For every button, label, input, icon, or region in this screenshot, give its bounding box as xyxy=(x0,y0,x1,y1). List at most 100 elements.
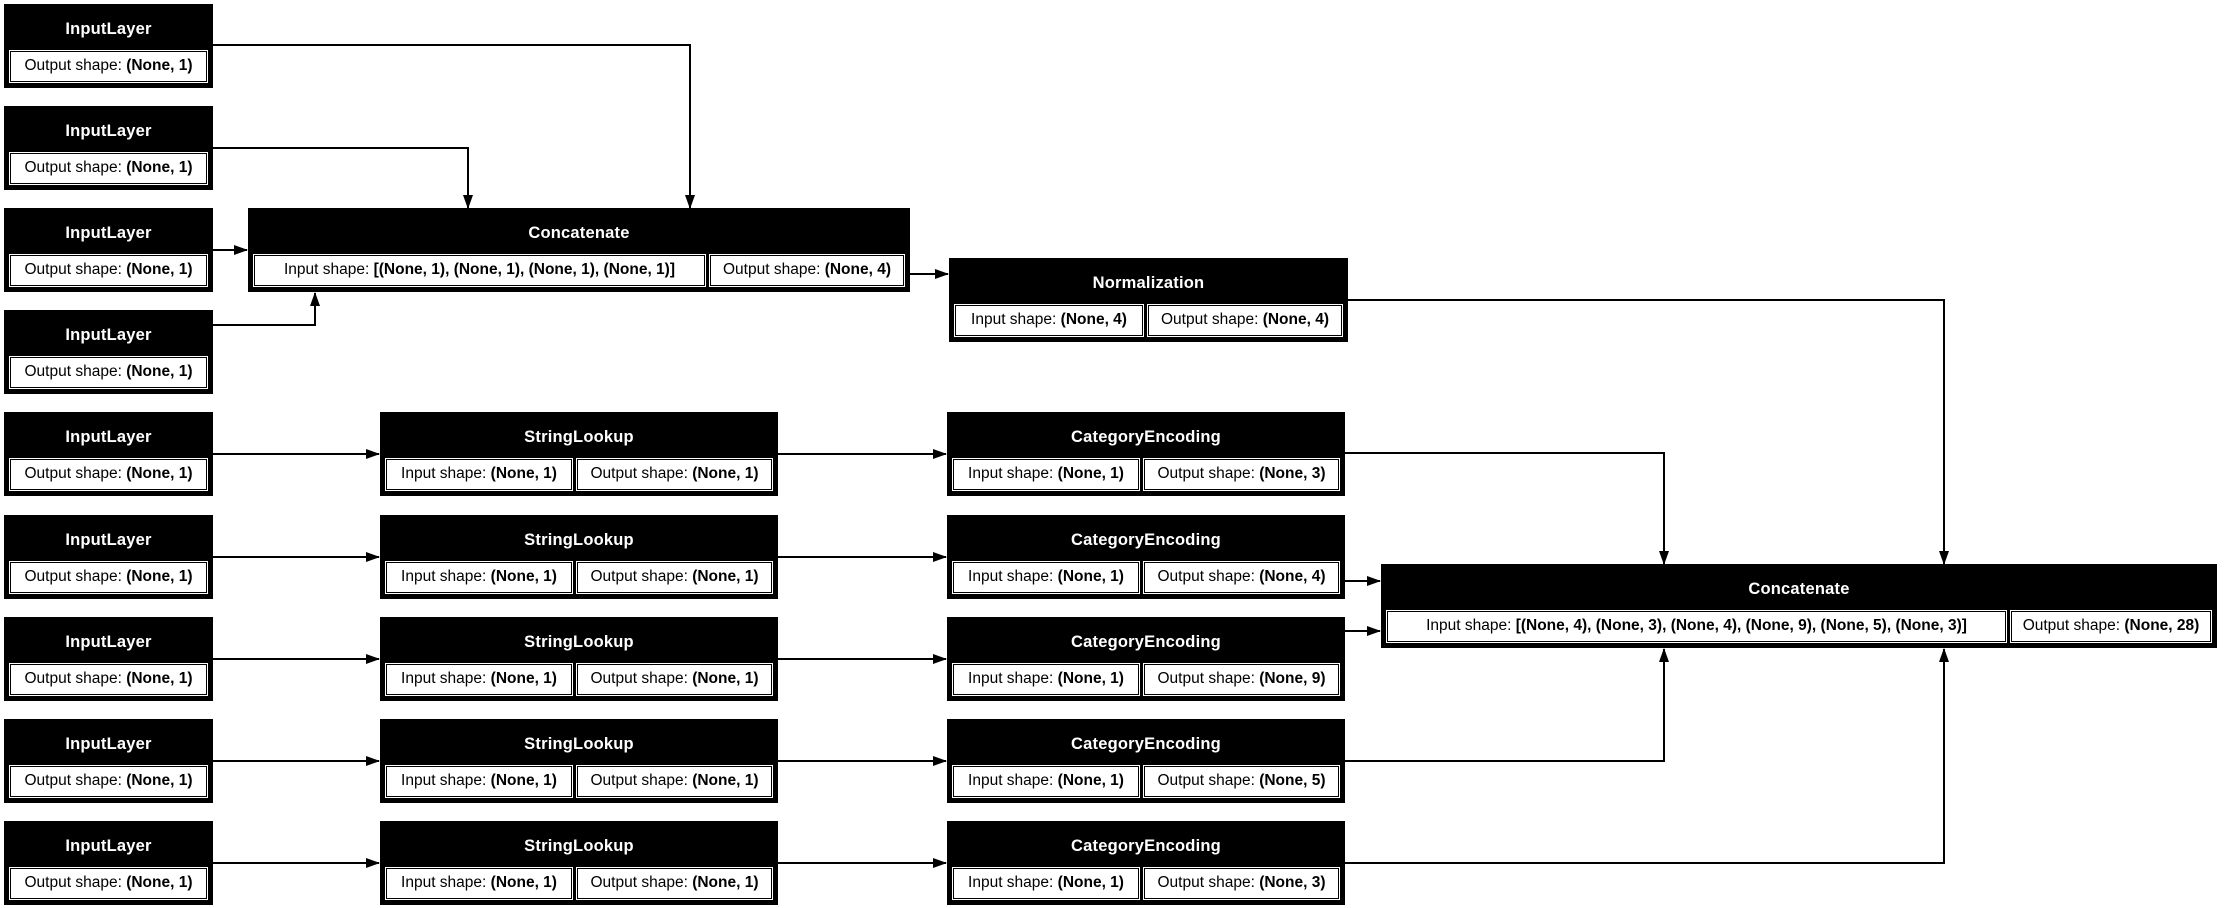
layer-shape-row: Output shape: (None, 1) xyxy=(9,356,208,389)
shape-value: (None, 1) xyxy=(490,568,557,585)
shape-label: Output shape: xyxy=(590,465,693,482)
shape-value: (None, 5) xyxy=(1259,772,1326,789)
shape-label: Output shape: xyxy=(24,261,127,278)
shape-label: Input shape: xyxy=(968,874,1058,891)
shape-cell: Output shape: (None, 1) xyxy=(9,254,208,287)
layer-title: InputLayer xyxy=(65,20,152,38)
shape-cell: Output shape: (None, 1) xyxy=(9,663,208,696)
shape-cell: Input shape: (None, 1) xyxy=(952,663,1140,696)
shape-value: (None, 1) xyxy=(490,670,557,687)
shape-value: (None, 1) xyxy=(490,465,557,482)
shape-label: Input shape: xyxy=(968,772,1058,789)
shape-value: (None, 1) xyxy=(126,261,193,278)
shape-cell: Output shape: (None, 1) xyxy=(9,765,208,798)
node-stringlookup-3: StringLookup Input shape: (None, 1) Outp… xyxy=(380,617,778,701)
shape-label: Output shape: xyxy=(24,57,127,74)
shape-value: (None, 1) xyxy=(692,874,759,891)
shape-value: (None, 1) xyxy=(1057,568,1124,585)
layer-shape-row: Input shape: (None, 1) Output shape: (No… xyxy=(952,561,1340,594)
shape-value: (None, 1) xyxy=(1057,670,1124,687)
shape-label: Input shape: xyxy=(401,670,491,687)
shape-cell: Output shape: (None, 28) xyxy=(2010,610,2212,643)
shape-label: Input shape: xyxy=(968,465,1058,482)
shape-value: (None, 1) xyxy=(1057,465,1124,482)
shape-cell: Input shape: (None, 1) xyxy=(385,561,573,594)
node-categoryencoding-1: CategoryEncoding Input shape: (None, 1) … xyxy=(947,412,1345,496)
layer-title: InputLayer xyxy=(65,837,152,855)
layer-shape-row: Input shape: (None, 1) Output shape: (No… xyxy=(952,867,1340,900)
layer-title: CategoryEncoding xyxy=(1071,633,1221,651)
layer-shape-row: Input shape: (None, 1) Output shape: (No… xyxy=(952,765,1340,798)
layer-title: InputLayer xyxy=(65,633,152,651)
shape-cell: Output shape: (None, 1) xyxy=(576,867,773,900)
shape-cell: Output shape: (None, 1) xyxy=(576,765,773,798)
shape-cell: Output shape: (None, 3) xyxy=(1143,867,1340,900)
shape-label: Output shape: xyxy=(24,772,127,789)
shape-label: Output shape: xyxy=(590,772,693,789)
shape-cell: Output shape: (None, 1) xyxy=(9,561,208,594)
shape-cell: Output shape: (None, 5) xyxy=(1143,765,1340,798)
shape-label: Output shape: xyxy=(24,874,127,891)
layer-title: InputLayer xyxy=(65,428,152,446)
shape-label: Input shape: xyxy=(401,772,491,789)
layer-shape-row: Input shape: (None, 1) Output shape: (No… xyxy=(385,765,773,798)
layer-shape-row: Output shape: (None, 1) xyxy=(9,663,208,696)
shape-label: Input shape: xyxy=(401,465,491,482)
node-stringlookup-4: StringLookup Input shape: (None, 1) Outp… xyxy=(380,719,778,803)
layer-shape-row: Output shape: (None, 1) xyxy=(9,152,208,185)
node-categoryencoding-5: CategoryEncoding Input shape: (None, 1) … xyxy=(947,821,1345,905)
shape-value: (None, 1) xyxy=(126,159,193,176)
shape-value: (None, 1) xyxy=(692,465,759,482)
layer-shape-row: Output shape: (None, 1) xyxy=(9,765,208,798)
node-input-5: InputLayer Output shape: (None, 1) xyxy=(4,412,213,496)
shape-cell: Input shape: [(None, 1), (None, 1), (Non… xyxy=(253,254,706,287)
shape-value: (None, 4) xyxy=(1262,311,1329,328)
layer-title: InputLayer xyxy=(65,735,152,753)
shape-cell: Output shape: (None, 4) xyxy=(1143,561,1340,594)
layer-shape-row: Input shape: (None, 1) Output shape: (No… xyxy=(385,867,773,900)
shape-cell: Input shape: (None, 1) xyxy=(952,765,1140,798)
shape-label: Output shape: xyxy=(590,874,693,891)
layer-shape-row: Output shape: (None, 1) xyxy=(9,867,208,900)
shape-label: Output shape: xyxy=(723,261,825,278)
node-input-2: InputLayer Output shape: (None, 1) xyxy=(4,106,213,190)
shape-value: [(None, 4), (None, 3), (None, 4), (None,… xyxy=(1515,617,1967,634)
edge-categoryencoding-4-to-concatenate-2 xyxy=(1345,648,1669,762)
node-input-6: InputLayer Output shape: (None, 1) xyxy=(4,515,213,599)
shape-value: (None, 1) xyxy=(490,772,557,789)
shape-value: (None, 4) xyxy=(1060,311,1127,328)
node-input-7: InputLayer Output shape: (None, 1) xyxy=(4,617,213,701)
shape-value: (None, 4) xyxy=(824,261,891,278)
shape-value: (None, 1) xyxy=(126,363,193,380)
shape-label: Input shape: xyxy=(968,670,1058,687)
shape-cell: Output shape: (None, 1) xyxy=(9,152,208,185)
edge-categoryencoding-5-to-concatenate-2 xyxy=(1345,648,1949,864)
layer-title: InputLayer xyxy=(65,224,152,242)
shape-value: (None, 1) xyxy=(1057,772,1124,789)
shape-value: (None, 28) xyxy=(2124,617,2200,634)
layer-shape-row: Input shape: (None, 1) Output shape: (No… xyxy=(385,663,773,696)
shape-label: Output shape: xyxy=(1157,670,1260,687)
shape-label: Output shape: xyxy=(1157,568,1260,585)
node-input-4: InputLayer Output shape: (None, 1) xyxy=(4,310,213,394)
shape-value: (None, 1) xyxy=(692,670,759,687)
node-categoryencoding-4: CategoryEncoding Input shape: (None, 1) … xyxy=(947,719,1345,803)
layer-title: CategoryEncoding xyxy=(1071,837,1221,855)
layer-title: StringLookup xyxy=(524,837,634,855)
layer-title: Normalization xyxy=(1092,274,1205,292)
shape-cell: Output shape: (None, 4) xyxy=(709,254,905,287)
shape-cell: Input shape: [(None, 4), (None, 3), (Non… xyxy=(1386,610,2007,643)
shape-cell: Output shape: (None, 1) xyxy=(576,561,773,594)
layer-title: StringLookup xyxy=(524,428,634,446)
layer-shape-row: Input shape: (None, 1) Output shape: (No… xyxy=(952,663,1340,696)
shape-cell: Output shape: (None, 1) xyxy=(9,50,208,83)
layer-title: StringLookup xyxy=(524,633,634,651)
layer-shape-row: Input shape: (None, 1) Output shape: (No… xyxy=(385,561,773,594)
layer-shape-row: Input shape: (None, 1) Output shape: (No… xyxy=(952,458,1340,491)
layer-title: StringLookup xyxy=(524,531,634,549)
node-categoryencoding-2: CategoryEncoding Input shape: (None, 1) … xyxy=(947,515,1345,599)
shape-cell: Output shape: (None, 1) xyxy=(9,867,208,900)
node-stringlookup-5: StringLookup Input shape: (None, 1) Outp… xyxy=(380,821,778,905)
layer-shape-row: Input shape: [(None, 1), (None, 1), (Non… xyxy=(253,254,905,287)
